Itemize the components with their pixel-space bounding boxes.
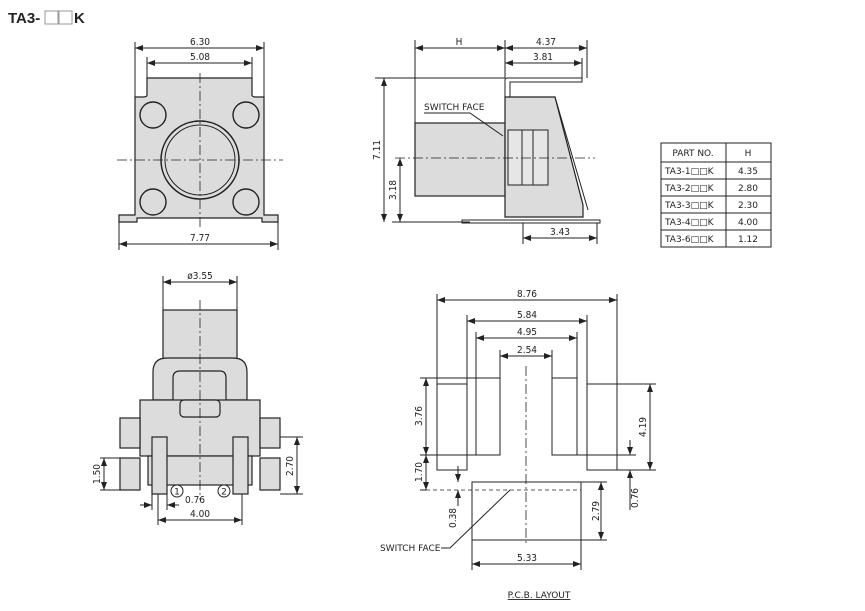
dim-button-diameter: ø3.55 [187,271,213,282]
pcb-layout: 8.76 5.84 4.95 2.54 3.76 1.70 0.38 2.79 … [380,289,656,601]
pad [436,383,468,471]
dim-pad-height: 3.76 [414,406,425,426]
pin-marker [170,484,184,498]
part-table: PART NO. H TA3-1□□K 4.35 TA3-2□□K 2.80 TA3… [660,142,772,248]
pin-marker [217,484,231,498]
table-header-h: H [745,149,752,159]
dim-face-height: 2.79 [591,501,602,521]
table-header-part: PART NO. [672,149,713,159]
svg-text:2.80: 2.80 [738,184,758,194]
svg-text:TA3-3□□K: TA3-3□□K [664,201,715,211]
title-suffix: K [74,10,85,27]
dim-outer-inner: 5.84 [517,310,537,321]
title-prefix: TA3- [8,10,40,27]
dim-inner-outer: 4.95 [517,327,537,338]
dim-flange-width: 7.77 [190,233,210,244]
svg-text:TA3-4□□K: TA3-4□□K [664,218,715,228]
dim-outer-pad-height: 4.19 [638,417,649,437]
pad [586,383,618,471]
dim-face-width: 5.33 [517,553,537,564]
dim-offset: 1.70 [414,462,425,482]
front-view: ø3.55 1.50 2.70 0.76 4.00 1 2 [92,271,303,525]
dim-bottom-lead: 3.43 [550,227,570,238]
table-row: TA3-3□□K 2.30 [664,201,758,211]
top-view: 6.30 5.08 7.77 [117,37,283,250]
dim-leg-width: 0.76 [185,495,205,506]
dim-depth: 4.37 [536,37,556,48]
table-row: TA3-4□□K 4.00 [664,218,758,228]
pad [551,377,578,456]
table-row: TA3-1□□K 4.35 [664,167,758,177]
placeholder-box [44,10,59,25]
dim-inner-gap: 2.54 [517,345,537,356]
pcb-layout-caption: P.C.B. LAYOUT [508,591,571,601]
svg-text:4.35: 4.35 [738,167,758,177]
title: TA3- K [8,10,85,27]
dim-overall: 8.76 [517,289,537,300]
dim-face-offset: 0.38 [448,508,459,528]
svg-text:4.00: 4.00 [738,218,758,228]
table-row: TA3-6□□K 1.12 [664,235,758,245]
switch-face-outline [471,481,582,541]
switch-face-label: SWITCH FACE [380,544,441,554]
dim-leg-pitch: 4.00 [190,509,210,520]
dim-height: 7.11 [372,140,383,160]
svg-text:2.30: 2.30 [738,201,758,211]
pin-label-2: 2 [221,488,227,498]
svg-text:TA3-6□□K: TA3-6□□K [664,235,715,245]
dim-h: H [456,37,463,48]
table-row: TA3-2□□K 2.80 [664,184,758,194]
dim-outer-width: 6.30 [190,37,210,48]
dim-leg-height: 2.70 [285,456,296,476]
dim-wing-height: 1.50 [92,464,103,484]
pad [475,377,501,456]
svg-text:1.12: 1.12 [738,235,758,245]
pin-label-1: 1 [174,488,180,498]
dim-lead: 3.81 [533,52,553,63]
placeholder-box [58,10,73,25]
dim-tab-width: 5.08 [190,52,210,63]
side-view: H 4.37 3.81 7.11 3.18 3.43 SWITCH FACE [372,37,601,244]
switch-face-label: SWITCH FACE [424,103,485,113]
svg-text:TA3-2□□K: TA3-2□□K [664,184,715,194]
svg-text:TA3-1□□K: TA3-1□□K [664,167,715,177]
dim-step: 0.76 [630,488,641,508]
dim-center-height: 3.18 [388,180,399,200]
